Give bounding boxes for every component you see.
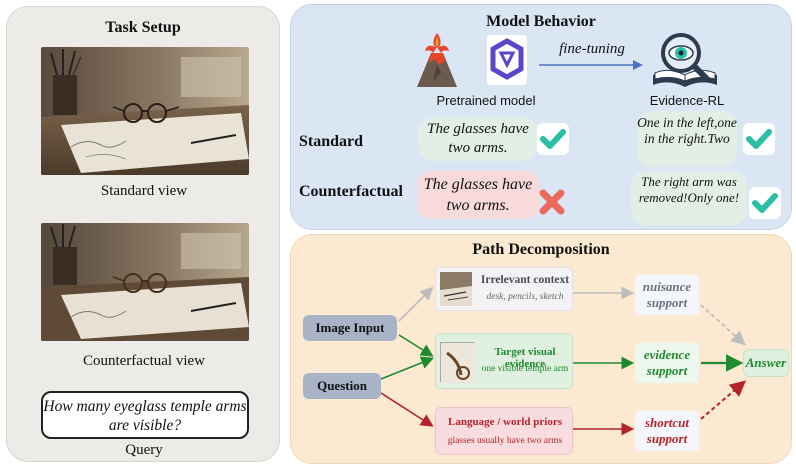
irrelevant-context-title: Irrelevant context <box>480 274 570 286</box>
check-icon <box>743 123 775 155</box>
model-behavior-title: Model Behavior <box>486 13 596 30</box>
shortcut-support-box: shortcut support <box>635 411 699 451</box>
query-box: How many eyeglass temple arms are visibl… <box>41 391 249 439</box>
standard-view-image <box>41 47 249 175</box>
answer-node: Answer <box>743 349 789 377</box>
question-node: Question <box>303 373 381 399</box>
irrelevant-context-box: Irrelevant context desk, pencils, sketch <box>435 267 573 311</box>
rl-counterfactual-answer: The right arm was removed!Only one! <box>631 171 747 225</box>
path-decomposition-title: Path Decomposition <box>472 241 610 258</box>
nuisance-support-box: nuisance support <box>635 275 699 315</box>
check-icon <box>749 187 781 219</box>
cross-icon <box>537 187 567 217</box>
standard-view-caption: Standard view <box>100 183 188 199</box>
irrelevant-context-thumbnail <box>440 272 472 306</box>
path-arrows <box>380 286 747 436</box>
query-label: Query <box>125 442 163 458</box>
counterfactual-view-image <box>41 223 249 341</box>
volcano-icon <box>415 31 459 89</box>
irrelevant-context-subtitle: desk, pencils, sketch <box>486 292 564 302</box>
evidence-rl-label: Evidence-RL <box>649 93 725 108</box>
evidence-rl-icon <box>647 29 723 91</box>
fine-tuning-arrow <box>539 60 643 70</box>
evidence-support-box: evidence support <box>635 343 699 383</box>
rl-standard-answer: One in the left,one in the right.Two <box>637 111 737 167</box>
language-priors-title: Language / world priors <box>448 416 562 428</box>
counterfactual-row-label: Counterfactual <box>299 183 403 200</box>
fine-tuning-label: fine-tuning <box>559 41 625 57</box>
pretrained-counterfactual-answer: The glasses have two arms. <box>417 171 539 219</box>
counterfactual-view-caption: Counterfactual view <box>82 353 206 369</box>
task-setup-panel: Task Setup <box>6 6 280 462</box>
language-priors-box: Language / world priors glasses usually … <box>435 407 573 455</box>
model-logo-icon <box>487 33 527 87</box>
check-icon <box>537 123 569 155</box>
model-behavior-panel: Model Behavior Pretrained model fine-tun… <box>290 4 792 230</box>
target-evidence-thumbnail <box>440 342 475 383</box>
target-evidence-title: Target visual evidence <box>494 346 556 370</box>
path-decomposition-panel: Path Decomposition Image Input Question <box>290 234 792 464</box>
target-evidence-box: Target visual evidence one visible templ… <box>435 333 573 389</box>
task-setup-title: Task Setup <box>105 19 181 36</box>
standard-row-label: Standard <box>299 133 364 150</box>
target-evidence-subtitle: one visible temple arm <box>481 364 569 374</box>
image-input-node: Image Input <box>303 315 397 341</box>
pretrained-standard-answer: The glasses have two arms. <box>419 117 537 161</box>
pretrained-model-label: Pretrained model <box>436 93 536 108</box>
language-priors-subtitle: glasses usually have two arms <box>447 436 563 446</box>
